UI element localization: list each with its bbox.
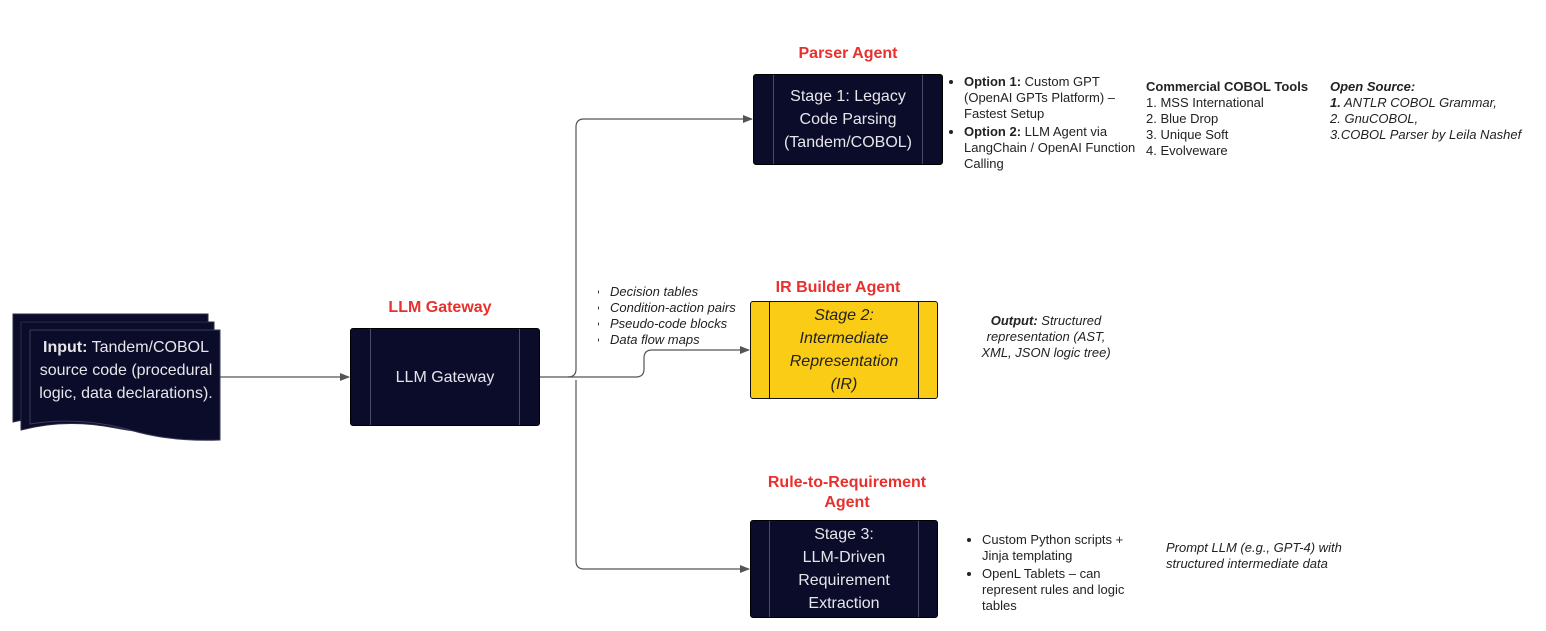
gateway-box[interactable]: LLM Gateway bbox=[350, 328, 540, 426]
ir-input-item: Condition-action pairs bbox=[610, 300, 754, 316]
rule-tool-item: OpenL Tablets – can represent rules and … bbox=[982, 566, 1144, 614]
stage1-box[interactable]: Stage 1: Legacy Code Parsing (Tandem/COB… bbox=[753, 74, 943, 165]
stage2-box-label: Stage 2: Intermediate Representation (IR… bbox=[789, 307, 899, 393]
stage1-box-label: Stage 1: Legacy Code Parsing (Tandem/COB… bbox=[783, 88, 913, 151]
input-label-text: Tandem/COBOL source code (procedural log… bbox=[39, 339, 213, 402]
ir-output-note: Output: Structured representation (AST, … bbox=[981, 313, 1111, 360]
ir-input-item: Pseudo-code blocks bbox=[610, 316, 754, 332]
open-source-tools: Open Source: 1. ANTLR COBOL Grammar, 2. … bbox=[1330, 79, 1544, 143]
open-source-title: Open Source: bbox=[1330, 79, 1416, 94]
commercial-tools: Commercial COBOL Tools 1. MSS Internatio… bbox=[1146, 79, 1326, 159]
parser-option-2: Option 2: LLM Agent via LangChain / Open… bbox=[964, 124, 1136, 172]
open-source-item: 3.COBOL Parser by Leila Nashef bbox=[1330, 127, 1522, 142]
rule-tool-item: Custom Python scripts + Jinja templating bbox=[982, 532, 1144, 564]
open-source-item: 1. ANTLR COBOL Grammar, bbox=[1330, 95, 1497, 110]
commercial-tool-item: 2. Blue Drop bbox=[1146, 111, 1219, 126]
document-stack-icon bbox=[12, 313, 221, 441]
arrow-gateway-to-stage3 bbox=[575, 380, 750, 573]
commercial-tool-item: 3. Unique Soft bbox=[1146, 127, 1229, 142]
ir-title: IR Builder Agent bbox=[775, 279, 901, 296]
ir-input-item: Decision tables bbox=[610, 284, 754, 300]
stage3-box[interactable]: Stage 3: LLM-Driven Requirement Extracti… bbox=[750, 520, 938, 618]
gateway-box-label: LLM Gateway bbox=[395, 368, 495, 386]
rule-tools: Custom Python scripts + Jinja templating… bbox=[964, 532, 1144, 616]
commercial-tool-item: 4. Evolveware bbox=[1146, 143, 1228, 158]
commercial-tool-item: 1. MSS International bbox=[1146, 95, 1264, 110]
arrow-gateway-to-stage2 bbox=[568, 346, 750, 378]
commercial-tools-title: Commercial COBOL Tools bbox=[1146, 79, 1309, 94]
stage2-box[interactable]: Stage 2: Intermediate Representation (IR… bbox=[750, 301, 938, 399]
ir-input-item: Data flow maps bbox=[610, 332, 754, 348]
ir-inputs: Decision tables Condition-action pairs P… bbox=[598, 284, 754, 348]
rule-prompt-note: Prompt LLM (e.g., GPT-4) with structured… bbox=[1166, 540, 1342, 571]
gateway-title: LLM Gateway bbox=[388, 299, 492, 316]
parser-title: Parser Agent bbox=[798, 45, 898, 62]
stage3-box-label: Stage 3: LLM-Driven Requirement Extracti… bbox=[798, 526, 890, 612]
input-label-bold: Input: bbox=[43, 339, 88, 356]
parser-option-1: Option 1: Custom GPT (OpenAI GPTs Platfo… bbox=[964, 74, 1136, 122]
parser-options: Option 1: Custom GPT (OpenAI GPTs Platfo… bbox=[946, 74, 1136, 174]
input-label: Input: Tandem/COBOL source code (procedu… bbox=[36, 336, 216, 405]
rule-title: Rule-to-Requirement Agent bbox=[767, 474, 927, 511]
open-source-item: 2. GnuCOBOL, bbox=[1330, 111, 1419, 126]
